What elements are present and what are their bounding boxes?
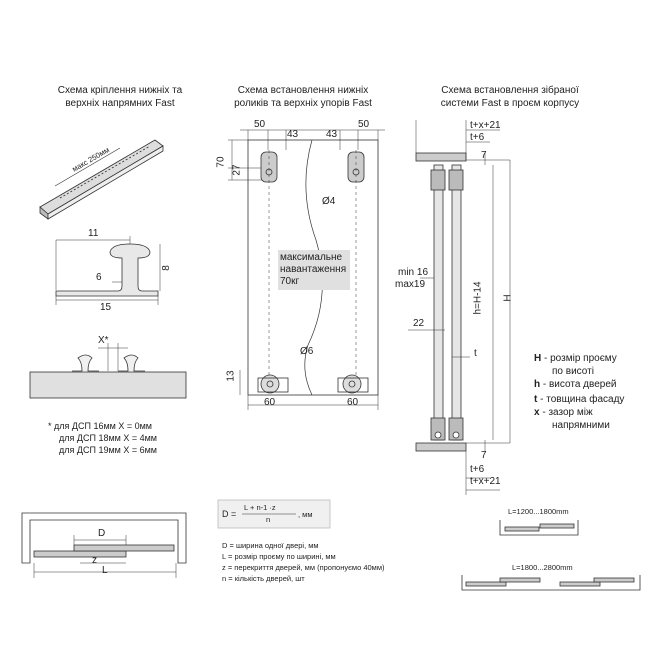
gap-note-3: для ДСП 19мм X = 6мм [59, 445, 157, 455]
panel-dim-27: 27 [231, 164, 243, 176]
formula-numerator: L + n-1 ·z [244, 503, 276, 512]
panel-dim-70: 70 [215, 156, 227, 168]
rail-drawing [39, 139, 164, 220]
panel-dim-60-right: 60 [347, 397, 359, 408]
asm-dim-7-top: 7 [481, 150, 487, 161]
asm-top-txp21: t+x+21 [470, 120, 501, 131]
formula-explanation: D = ширина одної двері, мм L = розмір пр… [222, 541, 385, 583]
plan-L: L [102, 565, 108, 576]
asm-bottom-txp21: t+x+21 [470, 476, 501, 487]
asm-h-label: h=H-14 [472, 281, 484, 315]
profile-d15: 15 [100, 302, 112, 313]
range-drawings [461, 520, 641, 591]
range-1: L=1200...1800mm [508, 507, 569, 516]
panel-dim-43-left: 43 [287, 129, 299, 140]
formula-prefix: D = [222, 509, 237, 519]
panel-dim-60-left: 60 [264, 397, 276, 408]
assembly-drawing [408, 120, 511, 495]
asm-min16: min 16 [398, 267, 429, 278]
formula-denominator: n [266, 515, 271, 524]
gap-note-2: для ДСП 18мм X = 4мм [59, 433, 157, 443]
asm-max19: max19 [395, 279, 426, 290]
plan-z: z [92, 555, 97, 566]
panel-dim-50-left: 50 [254, 119, 266, 130]
profile-drawing [55, 236, 161, 305]
profile-d6: 6 [96, 272, 102, 283]
panel-hole-bottom: Ø6 [300, 346, 314, 357]
range-2: L=1800...2800mm [512, 563, 573, 572]
panel-hole-top: Ø4 [322, 196, 336, 207]
profile-d11: 11 [88, 228, 99, 239]
panel-dim-13: 13 [225, 370, 237, 382]
asm-dim-7-bottom: 7 [481, 450, 487, 461]
asm-bottom-tp6: t+6 [470, 464, 485, 475]
legend: H - розмір проєму по висоті h - висота д… [534, 353, 625, 431]
asm-H-label: H [502, 294, 514, 302]
asm-top-tp6: t+6 [470, 132, 485, 143]
asm-d22: 22 [413, 318, 425, 329]
gap-drawing [29, 343, 187, 399]
profile-d8: 8 [160, 265, 172, 271]
gap-x-label: X* [98, 335, 109, 346]
panel-dim-50-right: 50 [358, 119, 370, 130]
plan-view-drawing [21, 512, 187, 578]
asm-t: t [474, 348, 477, 359]
formula-unit: , мм [298, 510, 313, 519]
door-panel-drawing [228, 129, 385, 410]
gap-note-1: * для ДСП 16мм X = 0мм [48, 421, 152, 431]
plan-D: D [98, 528, 106, 539]
panel-dim-43-right: 43 [326, 129, 338, 140]
